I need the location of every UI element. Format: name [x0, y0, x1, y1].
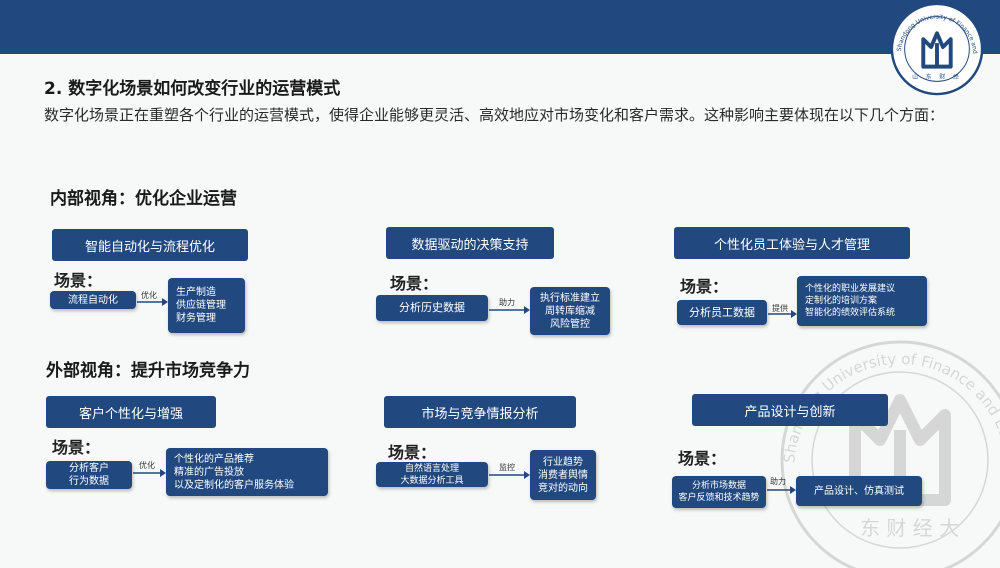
source-box: 分析客户 行为数据 [46, 461, 132, 489]
arrow-icon [767, 486, 796, 494]
arrow-icon [489, 306, 530, 314]
header-bar [0, 0, 1000, 54]
block-title: 产品设计与创新 [692, 394, 888, 426]
target-box: 执行标准建立 周转库缩减 风险管控 [530, 287, 610, 335]
scene-label: 场景： [390, 274, 439, 293]
university-seal-logo: Shandong University of Finance and Econo… [888, 0, 984, 96]
scene-label: 场景： [54, 271, 103, 290]
target-box: 产品设计、仿真测试 [796, 476, 922, 506]
target-box: 行业趋势 消费者舆情 竞对的动向 [530, 450, 596, 500]
source-box: 分析历史数据 [376, 295, 488, 321]
scene-label: 场景： [52, 438, 101, 457]
block-title: 智能自动化与流程优化 [52, 229, 248, 261]
internal-section-title: 内部视角：优化企业运营 [50, 189, 237, 209]
arrow-label: 助力 [499, 298, 515, 307]
block-title: 数据驱动的决策支持 [386, 227, 554, 259]
scene-label: 场景： [388, 443, 437, 462]
block-title: 市场与竞争情报分析 [384, 396, 576, 428]
arrow-label: 优化 [141, 291, 157, 300]
intro-paragraph: 数字化场景正在重塑各个行业的运营模式，使得企业能够更灵活、高效地应对市场变化和客… [44, 106, 945, 124]
arrow-icon [768, 310, 797, 318]
source-box: 分析市场数据 客户反馈和技术趋势 [672, 476, 766, 508]
arrow-label: 监控 [499, 463, 515, 472]
source-box: 流程自动化 [50, 291, 136, 309]
target-box: 个性化的产品推荐 精准的广告投放 以及定制化的客户服务体验 [166, 448, 328, 496]
svg-text:山 东 财 经: 山 东 财 经 [912, 72, 962, 80]
external-section-title: 外部视角：提升市场竞争力 [46, 361, 250, 381]
target-box: 生产制造 供应链管理 财务管理 [168, 278, 245, 333]
scene-label: 场景： [680, 277, 729, 296]
block-title: 个性化员工体验与人才管理 [674, 227, 910, 259]
arrow-label: 提供 [772, 304, 788, 313]
arrow-icon [133, 469, 166, 477]
page-title: 2. 数字化场景如何改变行业的运营模式 [44, 79, 341, 99]
target-box: 个性化的职业发展建议 定制化的培训方案 智能化的绩效评估系统 [797, 276, 927, 326]
block-title: 客户个性化与增强 [46, 396, 216, 428]
svg-text:东 财 经 大: 东 财 经 大 [860, 516, 959, 540]
scene-label: 场景： [678, 449, 727, 468]
arrow-label: 优化 [139, 461, 155, 470]
arrow-icon [137, 298, 168, 306]
source-box: 自然语言处理 大数据分析工具 [376, 462, 488, 487]
arrow-label: 助力 [770, 477, 786, 486]
watermark-seal: Shandong University of Finance and Econo… [760, 320, 1000, 568]
arrow-icon [489, 471, 530, 479]
source-box: 分析员工数据 [677, 300, 767, 325]
